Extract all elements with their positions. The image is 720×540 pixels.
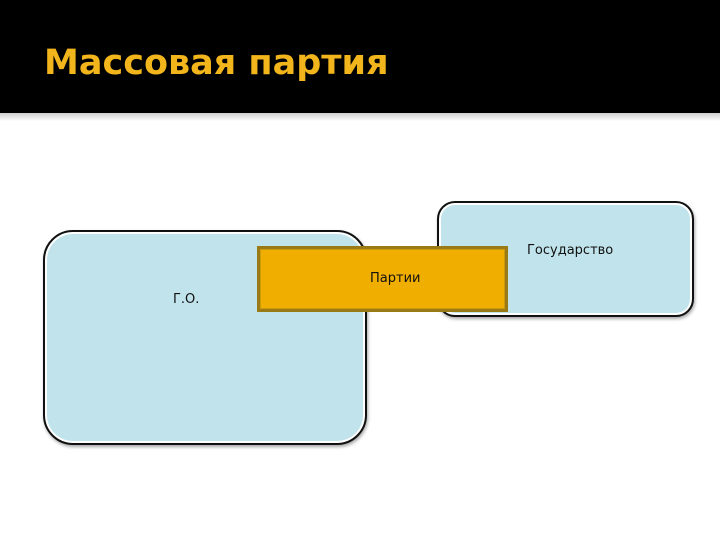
parties-label: Партии [370,271,421,286]
slide-title: Массовая партия [44,43,389,83]
parties-box [257,246,508,312]
go-label: Г.О. [173,292,200,307]
state-label: Государство [527,243,614,258]
title-bar: Массовая партия [0,0,720,113]
title-bar-shadow [0,113,720,121]
